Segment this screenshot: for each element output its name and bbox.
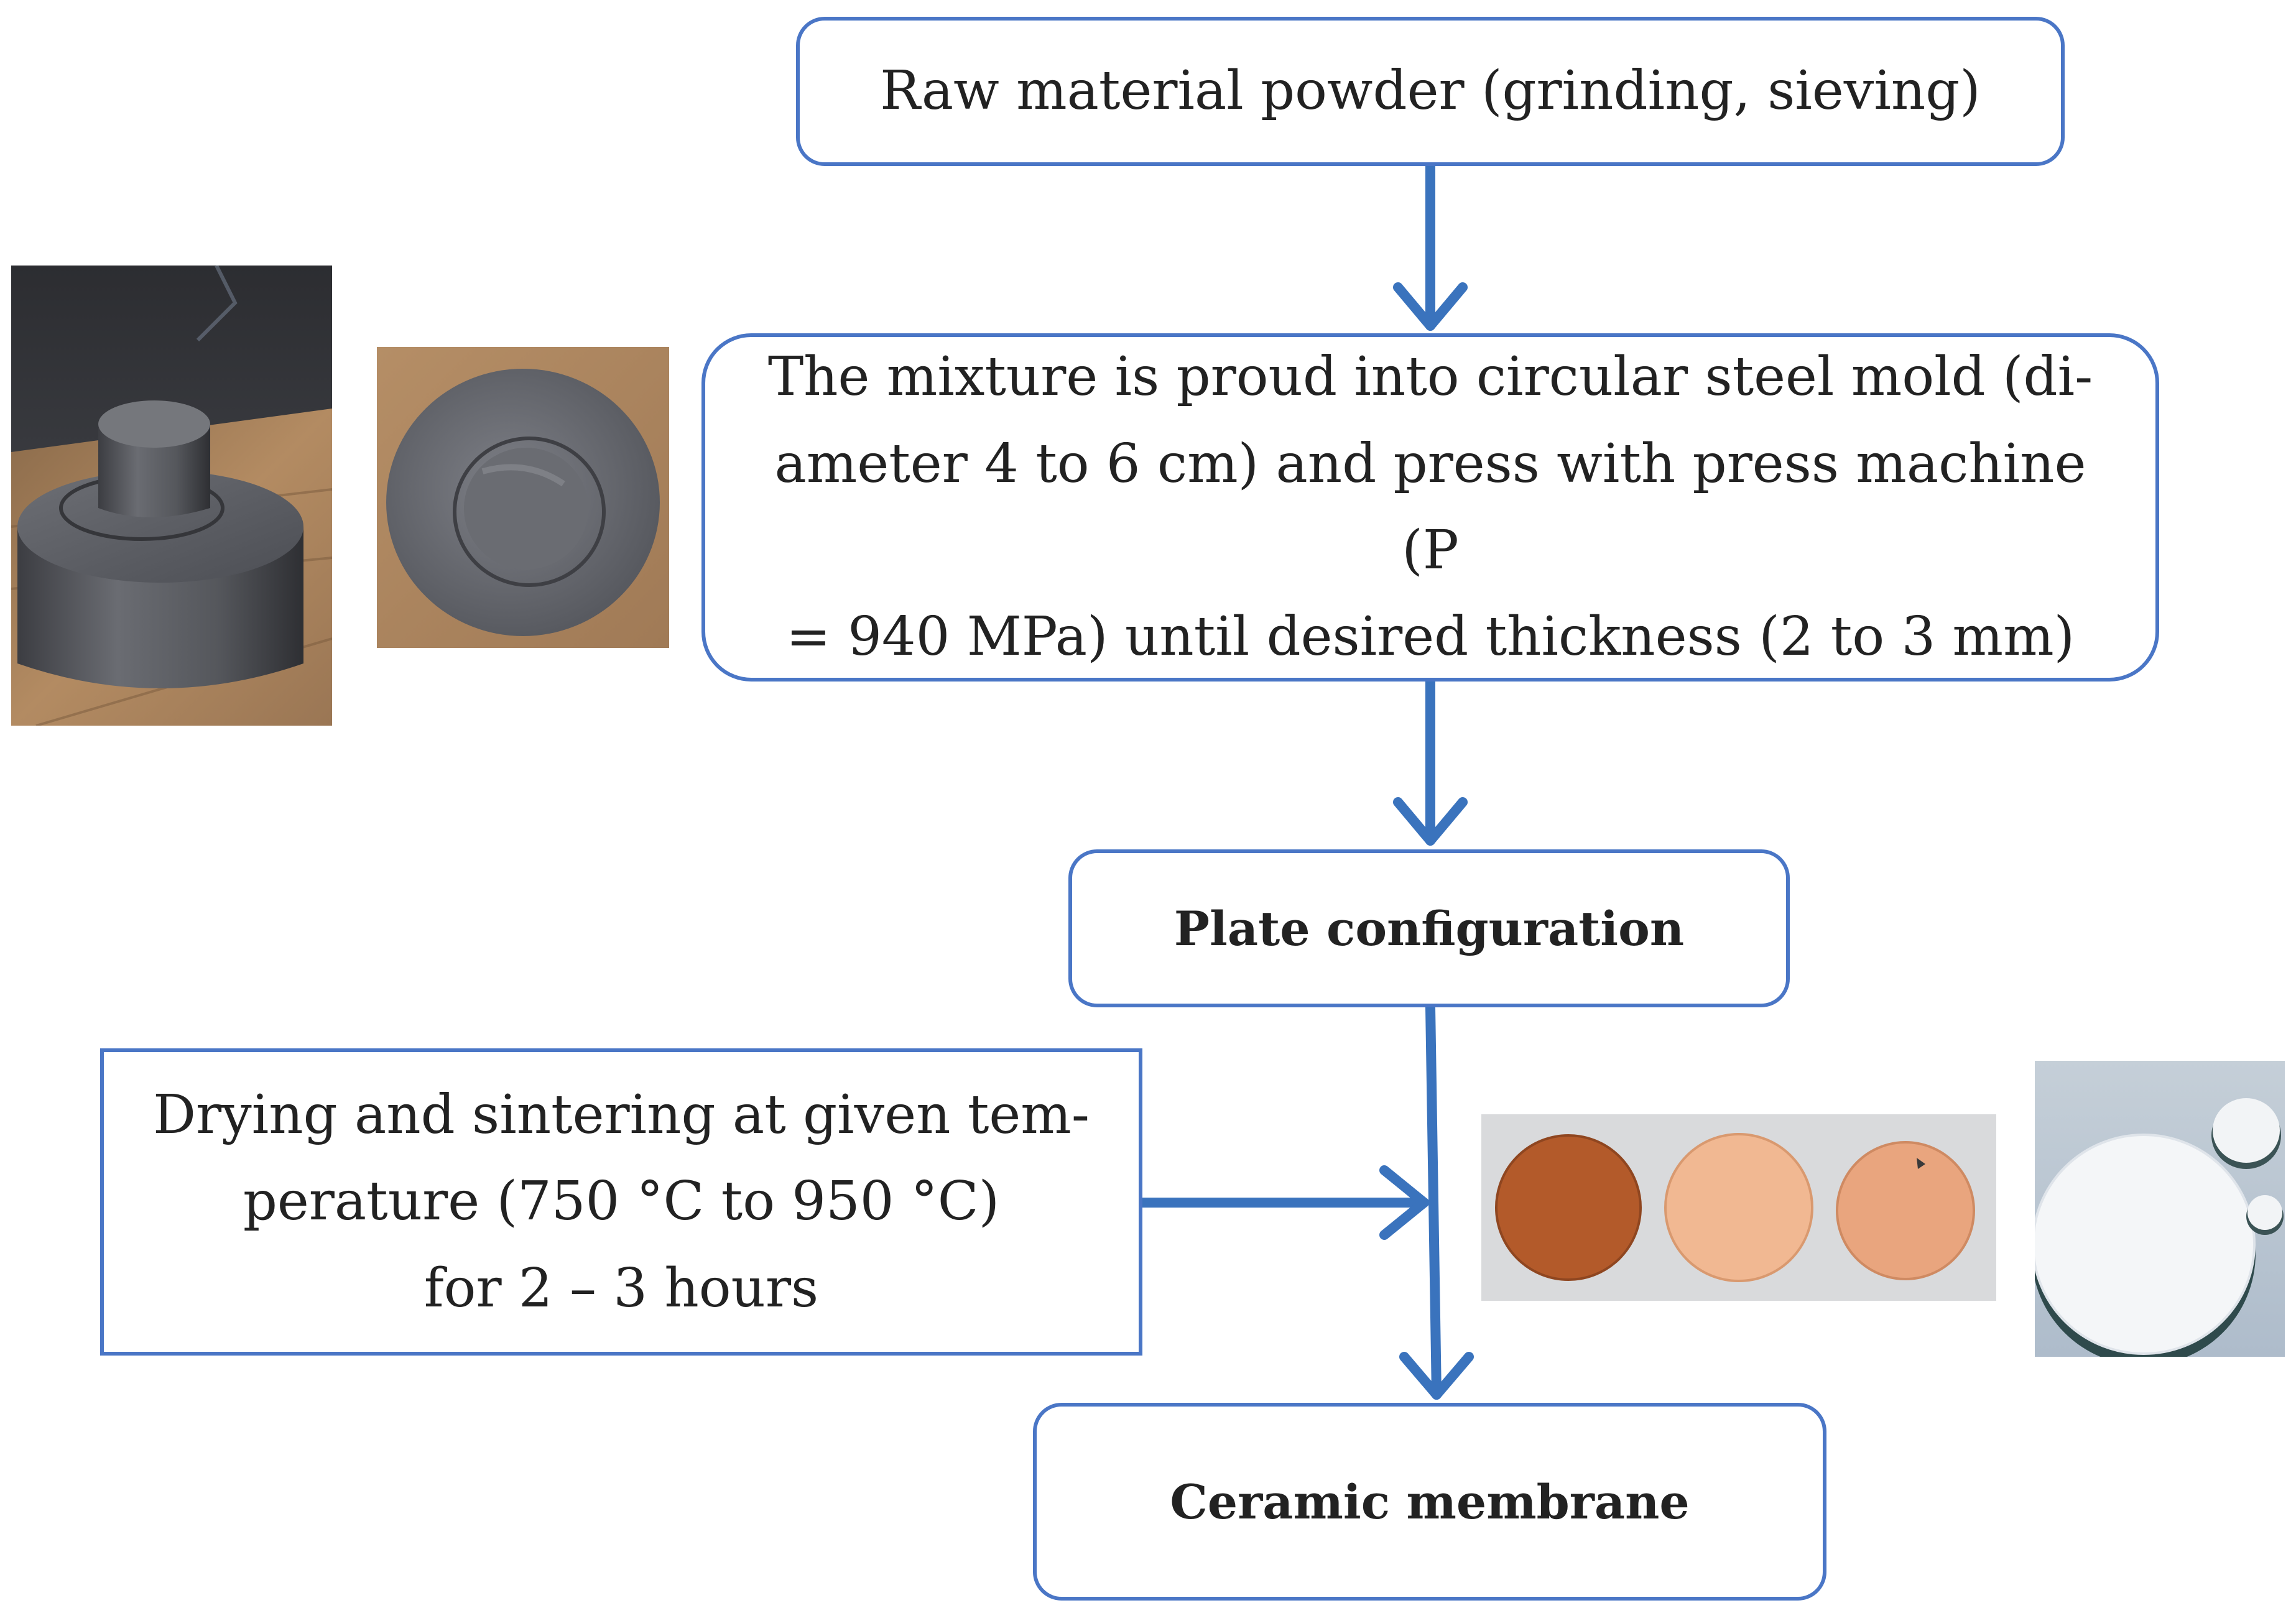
step-ceramic-membrane-text: Ceramic membrane xyxy=(1170,1474,1690,1530)
step-drying-sintering-line-1: Drying and sintering at given tem- xyxy=(153,1084,1090,1147)
step-raw-material-text: Raw material powder (grinding, sieving) xyxy=(880,60,1981,122)
step-drying-sintering-line-3: for 2 – 3 hours xyxy=(424,1257,819,1319)
white-membrane-illustration xyxy=(2035,1061,2285,1357)
step-plate-configuration-box: Plate configuration xyxy=(1068,849,1790,1007)
membrane-discs-photo xyxy=(1481,1114,1996,1301)
steel-mold-illustration xyxy=(11,266,332,726)
steel-mold-photo xyxy=(11,266,332,726)
white-membrane-photo xyxy=(2035,1061,2285,1357)
step-mold-press-line-1: The mixture is proud into circular steel… xyxy=(767,346,2093,409)
step-drying-sintering-box: Drying and sintering at given tem- perat… xyxy=(100,1048,1142,1356)
mold-top-photo xyxy=(377,347,669,648)
step-mold-press-line-2: ameter 4 to 6 cm) and press with press m… xyxy=(774,432,2086,581)
step-mold-press-line-3: = 940 MPa) until desired thickness (2 to… xyxy=(785,606,2075,668)
step-drying-sintering-line-2: perature (750 °C to 950 °C) xyxy=(243,1170,1000,1233)
step-raw-material-box: Raw material powder (grinding, sieving) xyxy=(796,17,2065,166)
membrane-discs-illustration xyxy=(1481,1114,1996,1301)
step-plate-configuration-text: Plate configuration xyxy=(1173,900,1685,956)
step-mold-press-box: The mixture is proud into circular steel… xyxy=(701,333,2159,682)
mold-top-illustration xyxy=(377,347,669,648)
step-ceramic-membrane-box: Ceramic membrane xyxy=(1033,1403,1826,1601)
